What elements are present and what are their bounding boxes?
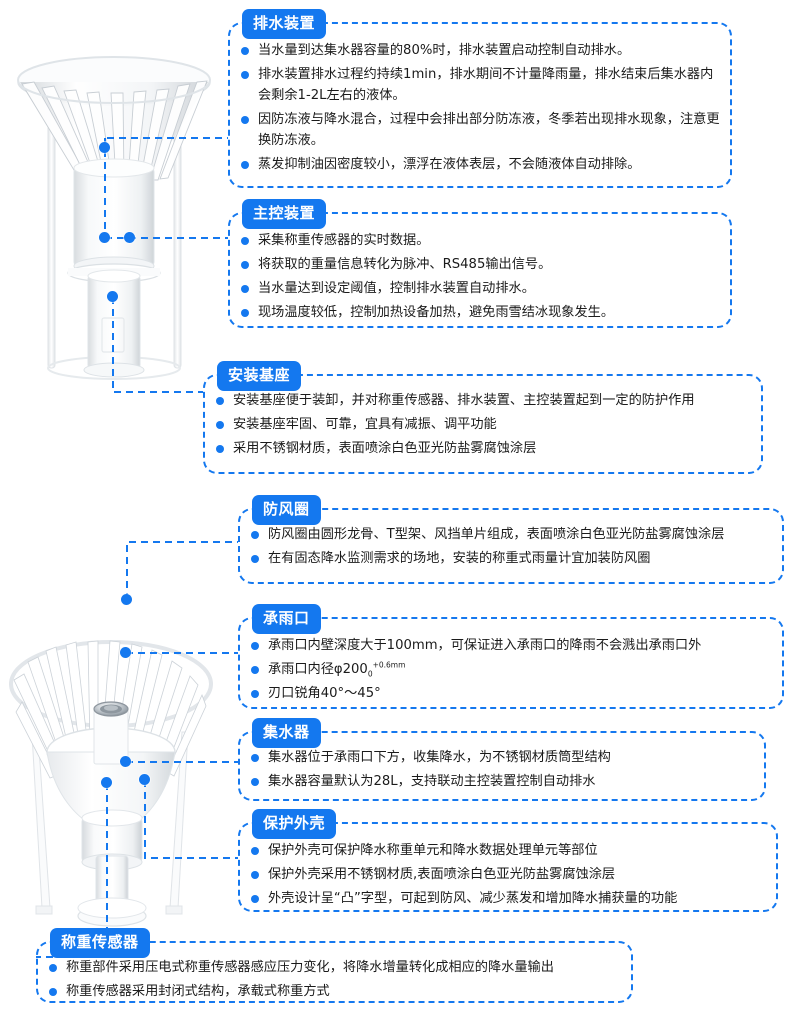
bullet-item: 安装基座牢固、可靠，宜具有减振、调平功能 bbox=[215, 414, 751, 435]
card-body-mounting-base: 安装基座便于装卸，并对称重传感器、排水装置、主控装置起到一定的防护作用 安装基座… bbox=[205, 376, 761, 471]
bullet-item: 称重传感器采用封闭式结构，承载式称重方式 bbox=[48, 981, 621, 1002]
card-title-main-control: 主控装置 bbox=[242, 199, 327, 229]
anchor-dot-windshield bbox=[121, 594, 132, 605]
bullet-item: 外壳设计呈“凸”字型，可起到防风、减少蒸发和增加降水捕获量的功能 bbox=[250, 888, 766, 909]
card-title-collector: 集水器 bbox=[252, 718, 321, 748]
info-card-weighing-sensor: 称重传感器 称重部件采用压电式称重传感器感应压力变化，将降水增量转化成相应的降水… bbox=[36, 928, 633, 1003]
protective-shell-upper bbox=[73, 158, 155, 276]
bullet-item: 刃口锐角40°～45° bbox=[250, 683, 772, 704]
info-card-mounting-base: 安装基座 安装基座便于装卸，并对称重传感器、排水装置、主控装置起到一定的防护作用… bbox=[203, 361, 763, 474]
info-card-windshield: 防风圈 防风圈由圆形龙骨、T型架、风挡单片组成，表面喷涂白色亚光防盐雾腐蚀涂层 … bbox=[238, 495, 784, 584]
info-card-drain-device: 排水装置 当水量到达集水器容量的80%时，排水装置启动控制自动排水。 排水装置排… bbox=[228, 9, 732, 188]
anchor-dot-inlet bbox=[120, 647, 131, 658]
bullet-item: 当水量到达集水器容量的80%时，排水装置启动控制自动排水。 bbox=[240, 40, 720, 61]
card-body-protective-shell: 保护外壳可保护降水称重单元和降水数据处理单元等部位 保护外壳采用不锈钢材质,表面… bbox=[240, 824, 776, 921]
rain-gauge-with-cover-illustration bbox=[17, 56, 211, 380]
card-body-weighing-sensor: 称重部件采用压电式称重传感器感应压力变化，将降水增量转化成相应的降水量输出 称重… bbox=[38, 943, 631, 1014]
card-body-rain-inlet: 承雨口内壁深度大于100mm，可保证进入承雨口的降雨不会溅出承雨口外 承雨口内径… bbox=[240, 619, 782, 716]
card-body-main-control: 采集称重传感器的实时数据。 将获取的重量信息转化为脉冲、RS485输出信号。 当… bbox=[230, 214, 730, 335]
anchor-dot-shell bbox=[139, 774, 150, 785]
info-card-collector: 集水器 集水器位于承雨口下方，收集降水，为不锈钢材质筒型结构 集水器容量默认为2… bbox=[238, 718, 766, 804]
card-title-drain-device: 排水装置 bbox=[242, 9, 327, 39]
bullet-item-dimension: 承雨口内径φ2000+0.6mm bbox=[250, 659, 772, 680]
bullet-item: 集水器容量默认为28L，支持联动主控装置控制自动排水 bbox=[250, 771, 754, 792]
info-card-protective-shell: 保护外壳 保护外壳可保护降水称重单元和降水数据处理单元等部位 保护外壳采用不锈钢… bbox=[238, 809, 778, 912]
bullet-item: 将获取的重量信息转化为脉冲、RS485输出信号。 bbox=[240, 254, 720, 275]
bullet-item: 集水器位于承雨口下方，收集降水，为不锈钢材质筒型结构 bbox=[250, 747, 754, 768]
rain-gauge-with-windshield-illustration bbox=[9, 640, 213, 927]
bullet-item: 采用不锈钢材质，表面喷涂白色亚光防盐雾腐蚀涂层 bbox=[215, 438, 751, 459]
bullet-item: 现场温度较低，控制加热设备加热，避免雨雪结冰现象发生。 bbox=[240, 302, 720, 323]
bullet-item: 当水量达到设定阈值，控制排水装置自动排水。 bbox=[240, 278, 720, 299]
card-body-windshield: 防风圈由圆形龙骨、T型架、风挡单片组成，表面喷涂白色亚光防盐雾腐蚀涂层 在有固态… bbox=[240, 510, 782, 581]
dimension-prefix: 承雨口内径φ200 bbox=[268, 662, 368, 677]
info-card-rain-inlet: 承雨口 承雨口内壁深度大于100mm，可保证进入承雨口的降雨不会溅出承雨口外 承… bbox=[238, 604, 784, 709]
bullet-item: 保护外壳采用不锈钢材质,表面喷涂白色亚光防盐雾腐蚀涂层 bbox=[250, 864, 766, 885]
info-card-main-control: 主控装置 采集称重传感器的实时数据。 将获取的重量信息转化为脉冲、RS485输出… bbox=[228, 199, 732, 328]
dimension-lower-tolerance: 0 bbox=[367, 669, 373, 679]
bullet-item: 安装基座便于装卸，并对称重传感器、排水装置、主控装置起到一定的防护作用 bbox=[215, 390, 751, 411]
anchor-dot-collector bbox=[120, 756, 131, 767]
bullet-item: 防风圈由圆形龙骨、T型架、风挡单片组成，表面喷涂白色亚光防盐雾腐蚀涂层 bbox=[250, 524, 772, 545]
card-title-weighing-sensor: 称重传感器 bbox=[50, 928, 150, 958]
bullet-item: 蒸发抑制油因密度较小，漂浮在液体表层，不会随液体自动排除。 bbox=[240, 154, 720, 175]
bullet-item: 称重部件采用压电式称重传感器感应压力变化，将降水增量转化成相应的降水量输出 bbox=[48, 957, 621, 978]
anchor-dot-drain bbox=[99, 142, 110, 153]
rain-inlet bbox=[93, 701, 129, 765]
card-title-mounting-base: 安装基座 bbox=[217, 361, 302, 391]
card-body-collector: 集水器位于承雨口下方，收集降水，为不锈钢材质筒型结构 集水器容量默认为28L，支… bbox=[240, 733, 764, 804]
bullet-item: 采集称重传感器的实时数据。 bbox=[240, 230, 720, 251]
card-title-rain-inlet: 承雨口 bbox=[252, 604, 321, 634]
card-body-drain-device: 当水量到达集水器容量的80%时，排水装置启动控制自动排水。 排水装置排水过程约持… bbox=[230, 24, 730, 187]
protective-shell-lower bbox=[83, 269, 145, 378]
dimension-upper-tolerance: +0.6mm bbox=[372, 660, 406, 670]
bullet-item: 保护外壳可保护降水称重单元和降水数据处理单元等部位 bbox=[250, 840, 766, 861]
anchor-dot-sensor bbox=[101, 777, 112, 788]
anchor-dot-main-2 bbox=[124, 232, 135, 243]
bullet-item: 因防冻液与降水混合，过程中会排出部分防冻液，冬季若出现排水现象，注意更换防冻液。 bbox=[240, 109, 720, 151]
bullet-item: 在有固态降水监测需求的场地，安装的称重式雨量计宜加装防风圈 bbox=[250, 548, 772, 569]
anchor-dot-base bbox=[107, 291, 118, 302]
anchor-dot-main bbox=[99, 232, 110, 243]
bullet-item: 排水装置排水过程约持续1min，排水期间不计量降雨量，排水结束后集水器内会剩余1… bbox=[240, 64, 720, 106]
card-title-windshield: 防风圈 bbox=[252, 495, 321, 525]
card-title-protective-shell: 保护外壳 bbox=[252, 809, 337, 839]
bullet-item: 承雨口内壁深度大于100mm，可保证进入承雨口的降雨不会溅出承雨口外 bbox=[250, 635, 772, 656]
